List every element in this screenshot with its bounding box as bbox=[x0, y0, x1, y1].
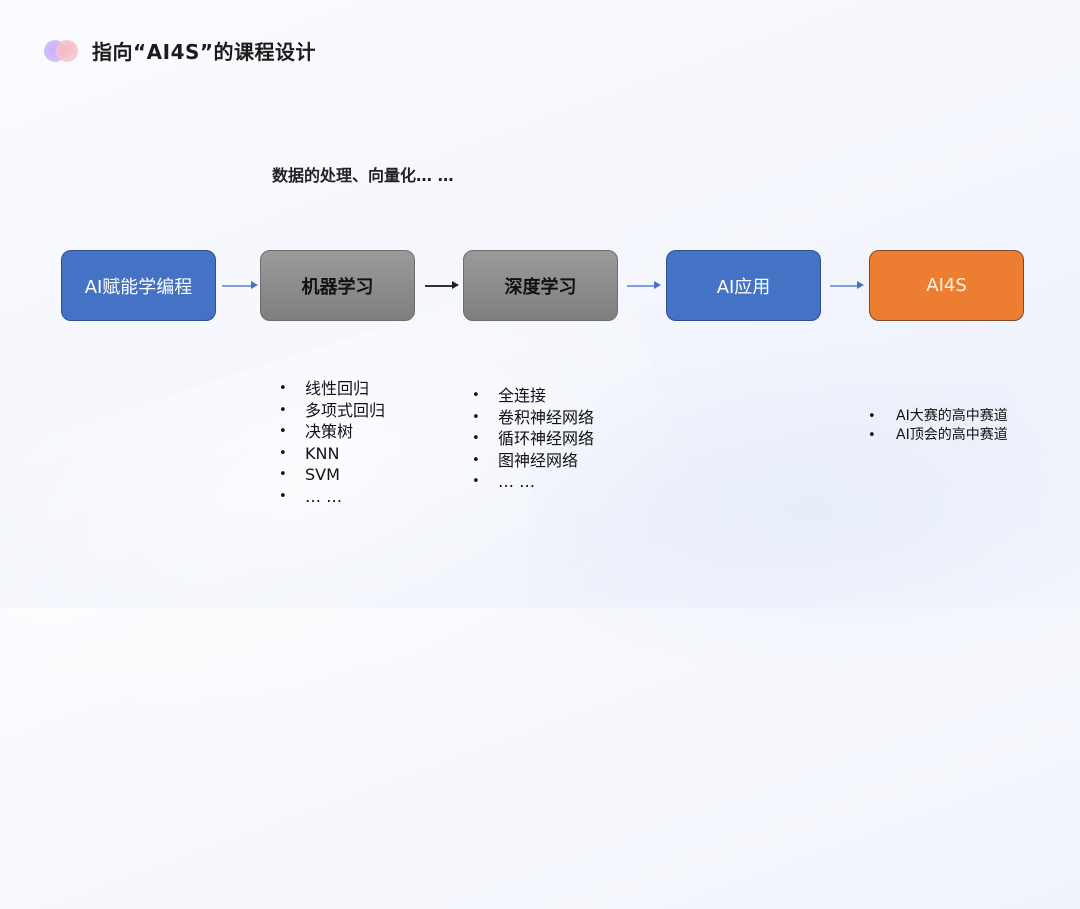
flow-node-ai-programming: AI赋能学编程 bbox=[61, 250, 216, 321]
list-item: 决策树 bbox=[279, 421, 385, 443]
list-item: … … bbox=[472, 471, 594, 493]
ai4s-tracks-list: AI大赛的高中赛道 AI顶会的高中赛道 bbox=[868, 407, 1008, 445]
list-item: SVM bbox=[279, 464, 385, 486]
list-item: 循环神经网络 bbox=[472, 428, 594, 450]
flow-node-deep-learning: 深度学习 bbox=[463, 250, 618, 321]
right-arrow-icon bbox=[627, 281, 661, 289]
slide-title: 指向“AI4S”的课程设计 bbox=[92, 40, 317, 64]
right-arrow-icon bbox=[425, 281, 459, 289]
deep-learning-topics-list: 全连接 卷积神经网络 循环神经网络 图神经网络 … … bbox=[472, 385, 594, 493]
list-item: 图神经网络 bbox=[472, 450, 594, 472]
list-item: 多项式回归 bbox=[279, 400, 385, 422]
slide-header: 指向“AI4S”的课程设计 bbox=[44, 36, 316, 65]
two-overlapping-circles-icon bbox=[44, 39, 80, 62]
list-item: AI大赛的高中赛道 bbox=[868, 407, 1008, 426]
right-arrow-icon bbox=[222, 281, 258, 289]
list-item: 全连接 bbox=[472, 385, 594, 407]
list-item: AI顶会的高中赛道 bbox=[868, 426, 1008, 445]
list-item: … … bbox=[279, 486, 385, 508]
flow-node-machine-learning: 机器学习 bbox=[260, 250, 415, 321]
list-item: 线性回归 bbox=[279, 378, 385, 400]
background-decoration bbox=[530, 330, 1080, 690]
right-arrow-icon bbox=[830, 281, 864, 289]
flow-node-ai4s: AI4S bbox=[869, 250, 1024, 321]
list-item: 卷积神经网络 bbox=[472, 407, 594, 429]
data-processing-note: 数据的处理、向量化… … bbox=[272, 166, 454, 185]
machine-learning-topics-list: 线性回归 多项式回归 决策树 KNN SVM … … bbox=[279, 378, 385, 507]
background-decoration bbox=[0, 250, 740, 909]
flow-node-ai-application: AI应用 bbox=[666, 250, 821, 321]
list-item: KNN bbox=[279, 443, 385, 465]
